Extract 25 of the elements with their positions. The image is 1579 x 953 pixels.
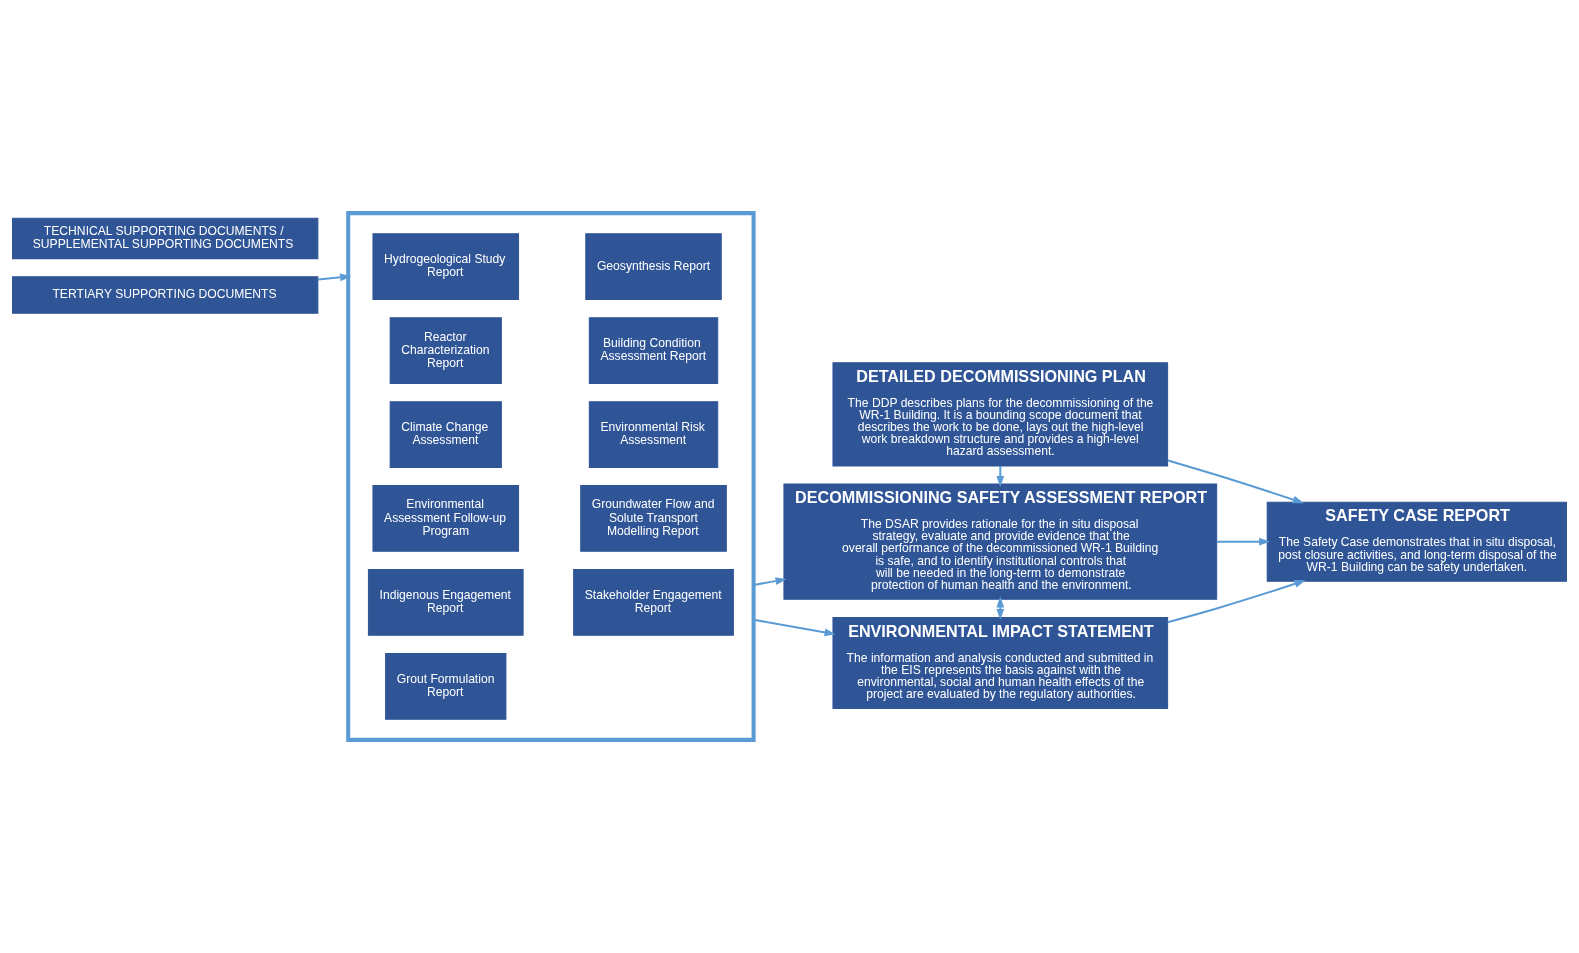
arrow: [1167, 459, 1304, 504]
node-box: TERTIARY SUPPORTING DOCUMENTS: [12, 276, 319, 314]
node-box: Hydrogeological Study Report: [372, 233, 520, 301]
arrow: [318, 273, 352, 282]
node-box: TECHNICAL SUPPORTING DOCUMENTS / SUPPLEMENTAL SUPPORTING DOCUMENTS: [12, 217, 319, 260]
node-box: Reactor Characterization Report: [389, 317, 502, 384]
node-box: Environmental Assessment Follow-up Program: [372, 485, 520, 552]
node-box: Indigenous Engagement Report: [367, 569, 524, 636]
arrow: [1167, 580, 1306, 624]
node-box: Geosynthesis Report: [585, 233, 722, 301]
cluster: [346, 211, 756, 742]
arrow: [996, 466, 1005, 488]
node-box: Groundwater Flow and Solute Transport Modelling Report: [580, 485, 727, 552]
node-box: DETAILED DECOMMISSIONING PLAN The DDP describes plans for the decommissioning of the WR-1 Building. It is a bounding scope document that describes the work to be done, lays out the high-level work breakdown structure and provides a high-level hazard assessment.: [832, 362, 1169, 467]
node-box: Environmental Risk Assessment: [588, 401, 719, 468]
node-box: Building Condition Assessment Report: [588, 317, 719, 384]
arrow: [1216, 537, 1271, 546]
arrow: [753, 618, 836, 637]
node-box: Climate Change Assessment: [389, 401, 502, 468]
node-box: DECOMMISSIONING SAFETY ASSESSMENT REPORT The DSAR provides rationale for the in situ disposal strategy, evaluate and provide evidence that the overall performance of the decommissioned WR-1 Building is safe, and to identify institutional controls that will be needed in the long-term to demonstrate protection of human health and the environment.: [783, 483, 1218, 600]
arrow: [753, 577, 787, 586]
node-box: SAFETY CASE REPORT The Safety Case demonstrates that in situ disposal, post closure activities, and long-term disposal of the WR-1 Building can be safety undertaken.: [1266, 501, 1567, 582]
node-box: ENVIRONMENTAL IMPACT STATEMENT The information and analysis conducted and submitted in the EIS represents the basis against with the environmental, social and human health effects of the project are evaluated by the regulatory authorities.: [832, 617, 1169, 710]
node-box: Stakeholder Engagement Report: [573, 569, 734, 636]
node-box: Grout Formulation Report: [385, 652, 507, 720]
